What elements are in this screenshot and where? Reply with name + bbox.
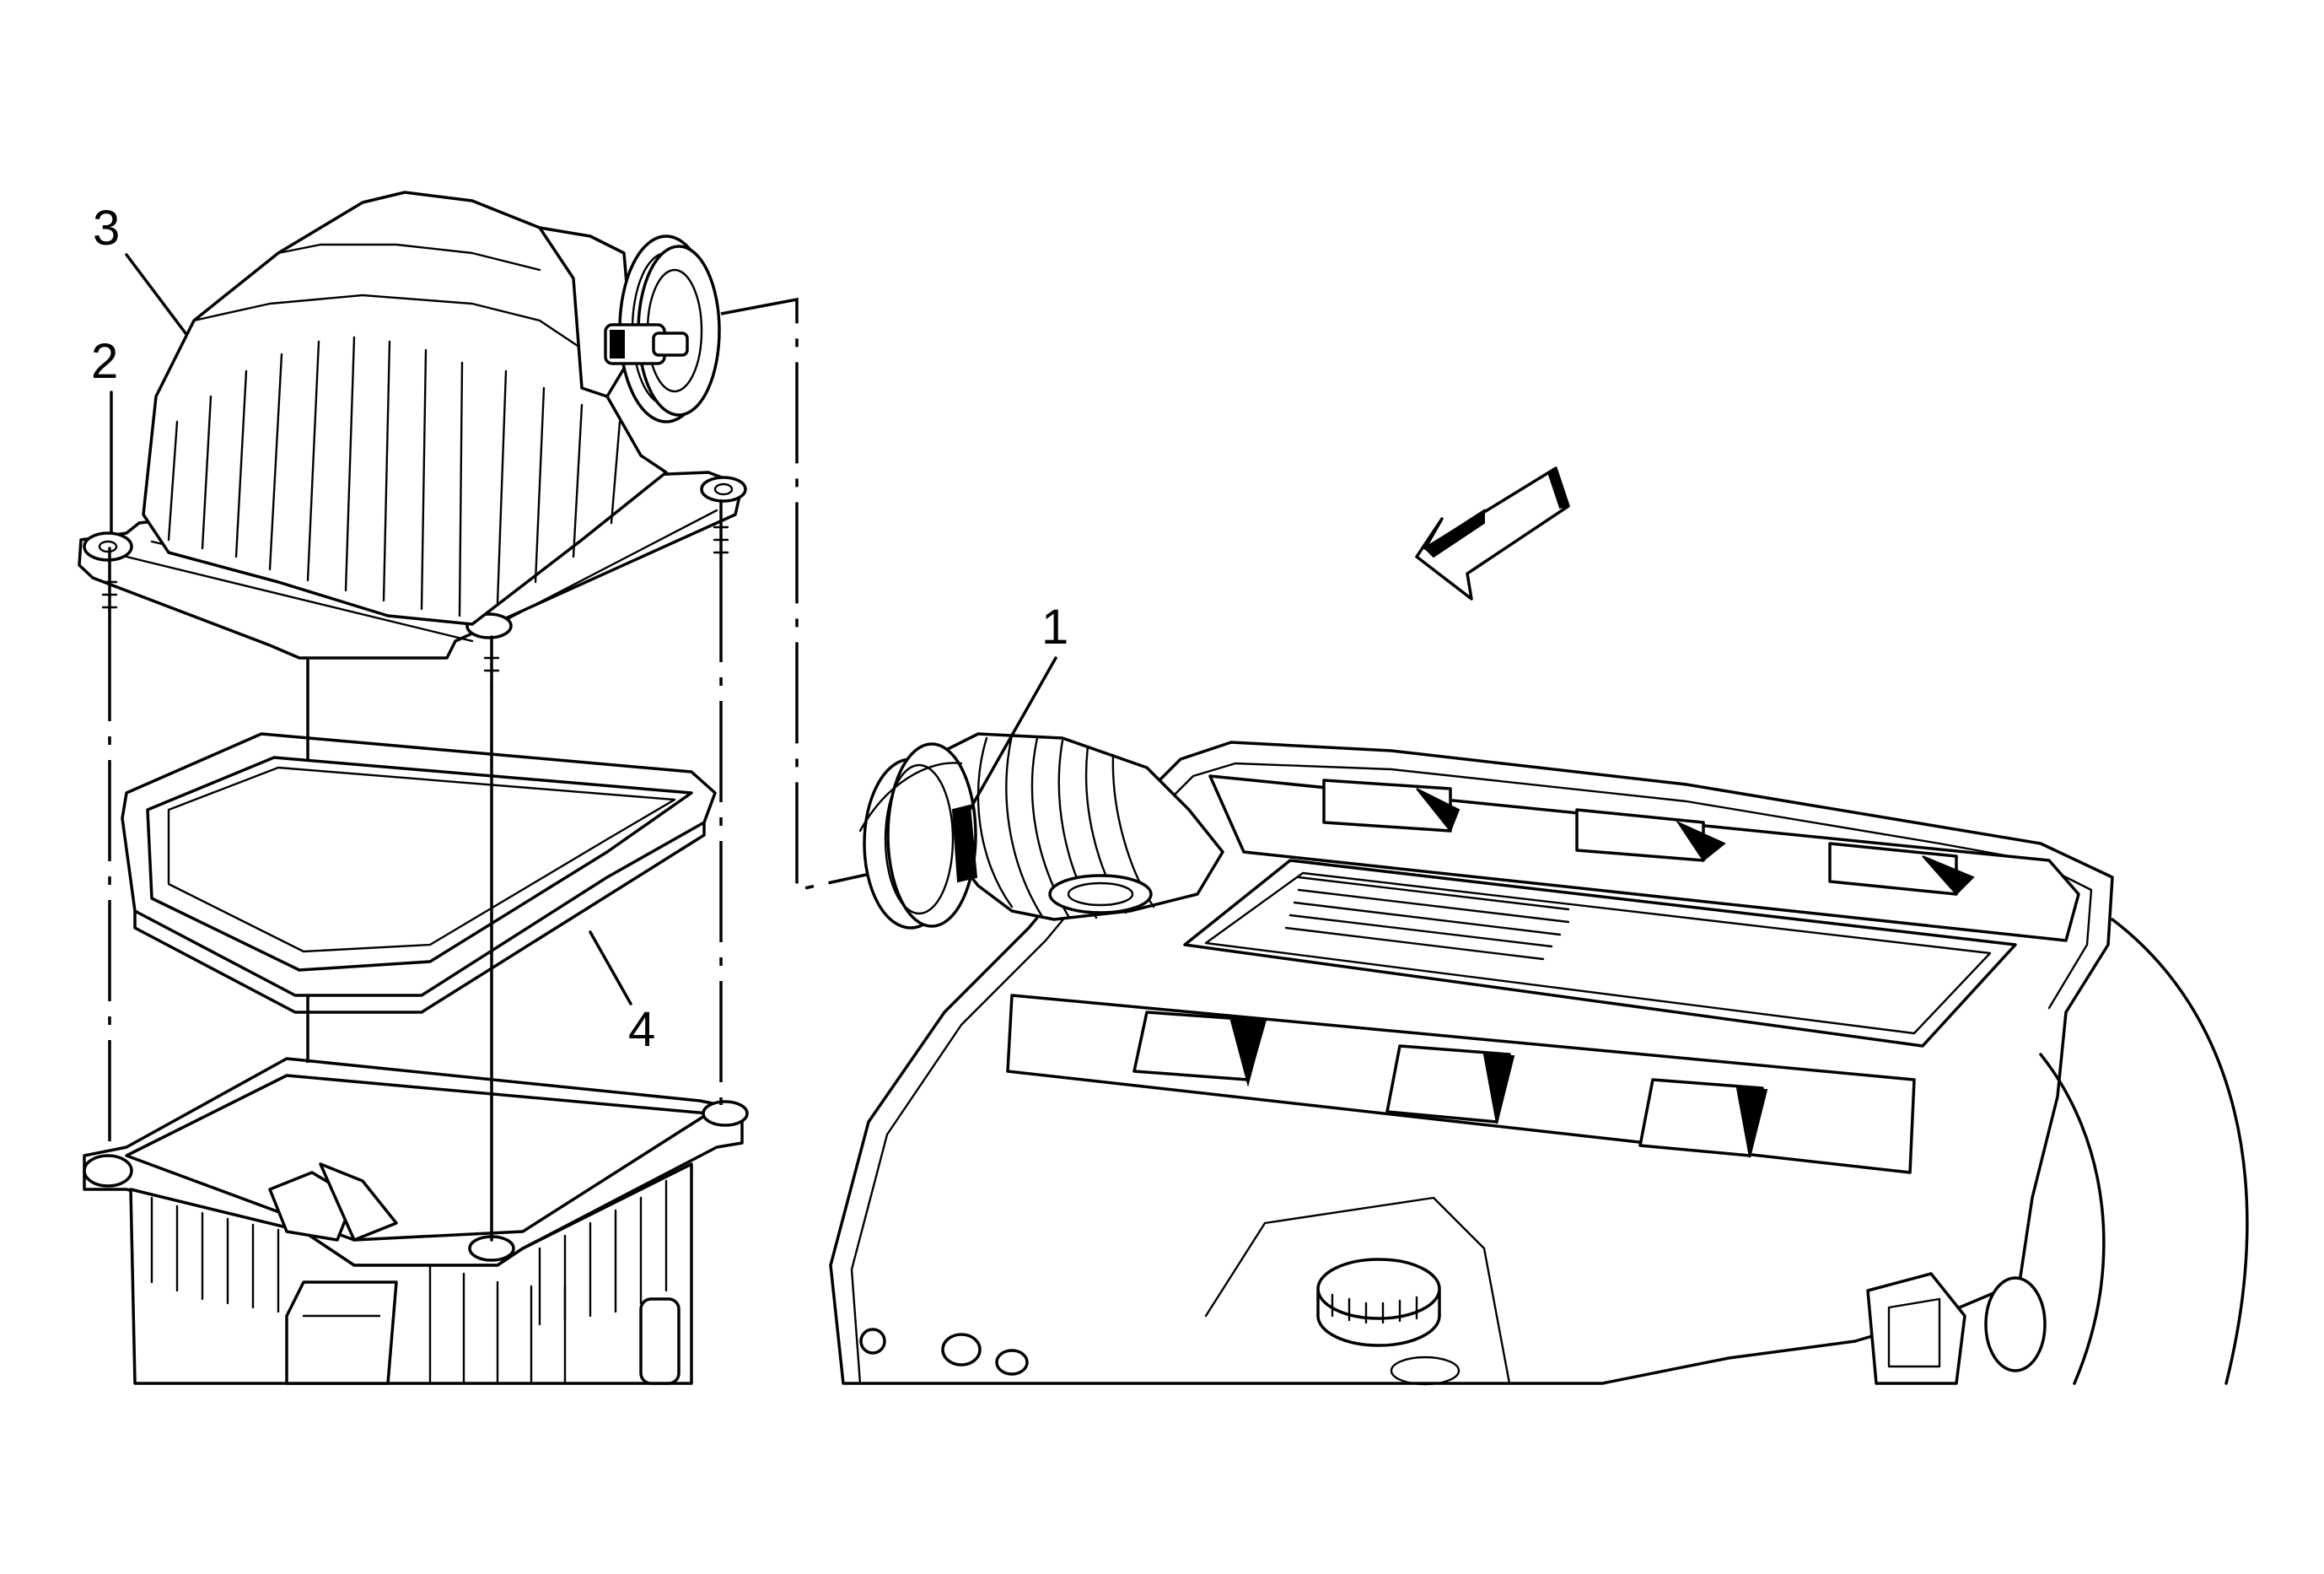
upper-air-cleaner-housing xyxy=(78,191,747,660)
callout-label-3: 3 xyxy=(93,201,120,256)
callout-label-1: 1 xyxy=(1041,600,1068,655)
callout-label-2: 2 xyxy=(91,334,118,389)
callout-1: 1 xyxy=(968,600,1068,811)
air-outlet-duct xyxy=(858,732,1224,930)
lower-air-cleaner-housing xyxy=(83,1057,749,1385)
front-arrow-icon xyxy=(1415,466,1570,601)
callout-3: 3 xyxy=(93,201,187,335)
housing-fastener-screws xyxy=(101,500,729,689)
callout-4: 4 xyxy=(589,930,655,1057)
air-filter-element xyxy=(121,732,717,1014)
callout-2: 2 xyxy=(91,334,118,533)
callout-label-4: 4 xyxy=(628,1002,655,1057)
